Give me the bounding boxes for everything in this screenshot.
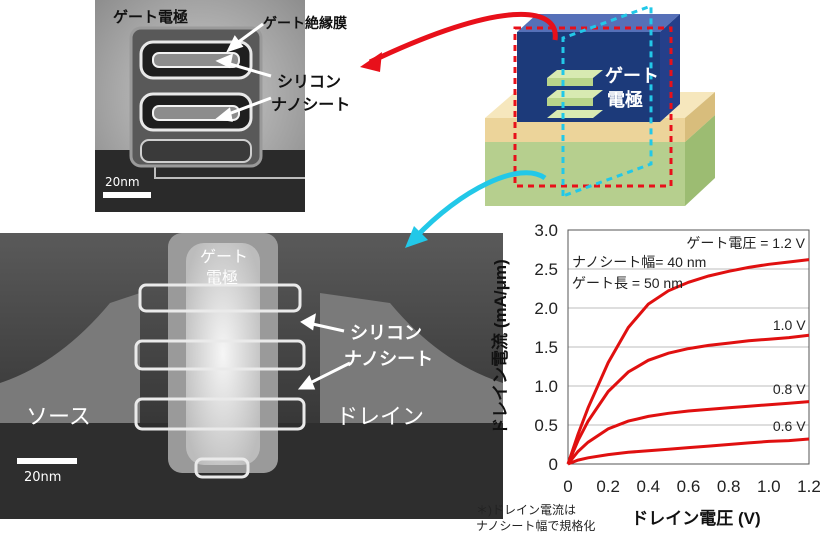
tem-bottom-scale-label: 20nm: [24, 470, 62, 485]
y-tick-label: 1.0: [534, 377, 558, 396]
tem-bottom-nanosheet-label-1: シリコン: [350, 323, 422, 344]
footnote-line-2: ナノシート幅で規格化: [476, 518, 595, 533]
tem-bottom-gate-label-2: 電極: [206, 268, 239, 287]
x-tick-label: 0.6: [677, 477, 701, 496]
plot-frame: [567, 229, 810, 465]
iv-chart-svg: 0 0.5 1.0 1.5 2.0 2.5 3.0 0 0.2 0.4 0.6 0.8 1.0 1.2 1.…: [476, 221, 821, 533]
tem-bottom-graphic: [0, 233, 503, 519]
y-tick-label: 2.0: [534, 299, 558, 318]
series-line: [566, 258, 810, 465]
nanosheet-width-annotation: ナノシート幅= 40 nm: [572, 254, 706, 270]
tem-top-gate-insulator-label: ゲート絶縁膜: [263, 16, 347, 32]
y-tick-label: 1.5: [534, 338, 558, 357]
red-arrow-head: [360, 52, 382, 72]
y-tick-label: 0: [549, 455, 558, 474]
iv-chart: 0 0.5 1.0 1.5 2.0 2.5 3.0 0 0.2 0.4 0.6 0.8 1.0 1.2 1.…: [476, 210, 825, 535]
tem-top-nanosheet-label-1: シリコン: [277, 72, 342, 91]
x-tick-label: 1.0: [757, 477, 781, 496]
series-line: [567, 437, 810, 466]
device-3d-graphic: [485, 3, 715, 206]
gate-voltage-annotation: ゲート電圧 = 1.2 V: [686, 235, 805, 251]
series-line: [566, 333, 810, 465]
y-tick-label: 3.0: [534, 221, 558, 240]
tem-bottom-source-label: ソース: [26, 405, 91, 430]
series-line: [566, 400, 810, 465]
x-tick-label: 0.8: [717, 477, 741, 496]
y-tick-label: 0.5: [534, 416, 558, 435]
gate-length-annotation: ゲート長 = 50 nm: [572, 275, 683, 291]
device-gate-label-2: 電極: [607, 90, 643, 111]
tem-top-scale-label: 20nm: [105, 175, 140, 189]
device-3d-illustration: ゲート 電極: [485, 0, 715, 206]
series-label: 0.6 V: [773, 418, 806, 434]
y-axis-label: ドレイン電流 (mA/μm): [490, 259, 510, 435]
tem-bottom-gate-label-1: ゲート: [200, 247, 249, 266]
x-tick-label: 0.4: [637, 477, 661, 496]
tem-top-gate-electrode-label: ゲート電極: [113, 8, 189, 26]
series-label: 0.8 V: [773, 381, 806, 397]
x-tick-label: 0: [563, 477, 572, 496]
tem-top-nanosheet-label-2: ナノシート: [271, 95, 351, 114]
tem-bottom-nanosheet-label-2: ナノシート: [344, 349, 434, 370]
tem-image-bottom: ゲート 電極 シリコン ナノシート ソース ドレイン 20nm: [0, 233, 503, 519]
x-axis-label: ドレイン電圧 (V): [631, 509, 760, 528]
tem-bottom-drain-label: ドレイン: [336, 405, 425, 430]
y-tick-label: 2.5: [534, 260, 558, 279]
tem-top-graphic: [95, 0, 305, 212]
x-tick-label: 0.2: [596, 477, 620, 496]
footnote-line-1: ＊)ドレイン電流は: [476, 503, 576, 517]
device-gate-label-1: ゲート: [605, 66, 659, 87]
series-label: 1.0 V: [773, 317, 806, 333]
x-tick-label: 1.2: [797, 477, 821, 496]
tem-image-top: ゲート電極 ゲート絶縁膜 シリコン ナノシート 20nm: [95, 0, 350, 212]
